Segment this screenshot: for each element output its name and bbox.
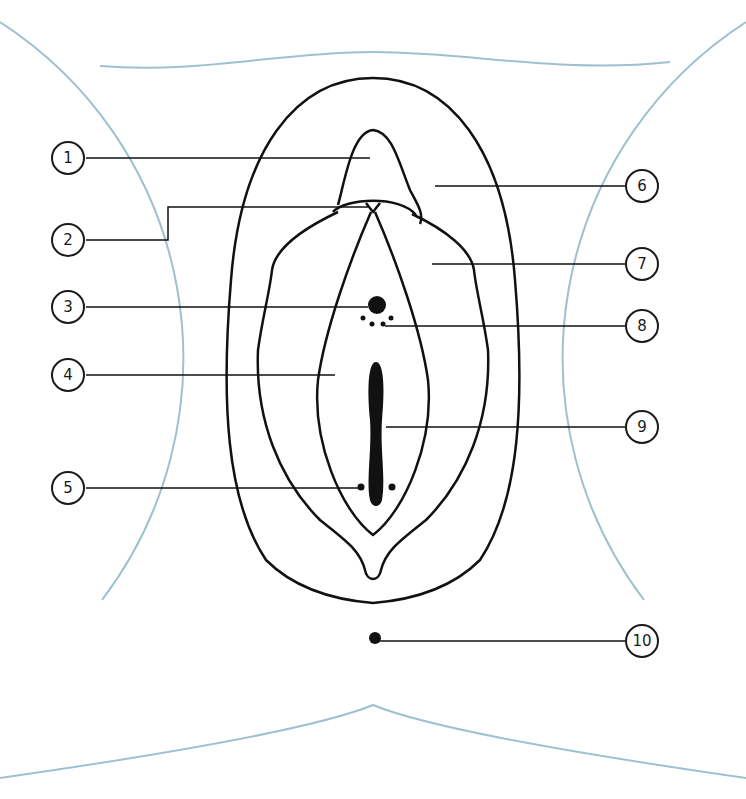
callout-circle: 5 bbox=[51, 471, 85, 505]
leader-line bbox=[86, 487, 358, 489]
pubic-line bbox=[100, 52, 670, 68]
leader-line bbox=[386, 426, 625, 428]
callout-circle: 2 bbox=[51, 223, 85, 257]
callout-circle: 4 bbox=[51, 358, 85, 392]
callout-circle: 10 bbox=[625, 624, 659, 658]
left-thigh-line bbox=[0, 22, 183, 600]
leader-line bbox=[435, 185, 625, 187]
leader-line bbox=[86, 157, 370, 159]
callout-circle: 8 bbox=[625, 309, 659, 343]
skene-gland bbox=[361, 316, 366, 321]
labia-majora bbox=[227, 78, 520, 603]
bartholin-gland bbox=[389, 484, 396, 491]
vaginal-opening bbox=[368, 362, 383, 506]
callout-circle: 3 bbox=[51, 290, 85, 324]
callout-number: 1 bbox=[63, 151, 73, 166]
leader-line bbox=[86, 207, 370, 240]
bartholin-gland bbox=[358, 484, 365, 491]
callout-circle: 6 bbox=[625, 169, 659, 203]
labia-minora bbox=[258, 212, 488, 579]
urethral-opening bbox=[368, 296, 386, 314]
openings bbox=[358, 296, 396, 644]
vulva-outline bbox=[227, 78, 520, 603]
anus bbox=[369, 632, 381, 644]
callout-number: 7 bbox=[637, 257, 647, 272]
callout-number: 4 bbox=[63, 368, 73, 383]
leader-line bbox=[86, 374, 335, 376]
callout-number: 2 bbox=[63, 233, 73, 248]
callout-number: 6 bbox=[637, 179, 647, 194]
callout-number: 5 bbox=[63, 481, 73, 496]
leader-line bbox=[385, 325, 625, 327]
leader-lines bbox=[86, 158, 625, 641]
callout-number: 10 bbox=[632, 634, 651, 649]
leader-line bbox=[86, 306, 368, 308]
body-contour bbox=[0, 22, 746, 778]
leader-line bbox=[432, 263, 625, 265]
vestibule bbox=[317, 212, 429, 535]
callout-number: 3 bbox=[63, 300, 73, 315]
right-thigh-line bbox=[563, 22, 746, 600]
buttock-line bbox=[0, 705, 746, 778]
skene-gland bbox=[389, 316, 394, 321]
callout-circle: 9 bbox=[625, 410, 659, 444]
callout-circle: 7 bbox=[625, 247, 659, 281]
callout-number: 8 bbox=[637, 319, 647, 334]
skene-gland bbox=[381, 322, 386, 327]
skene-gland bbox=[370, 322, 375, 327]
leader-line bbox=[378, 640, 625, 642]
callout-circle: 1 bbox=[51, 141, 85, 175]
callout-number: 9 bbox=[637, 420, 647, 435]
